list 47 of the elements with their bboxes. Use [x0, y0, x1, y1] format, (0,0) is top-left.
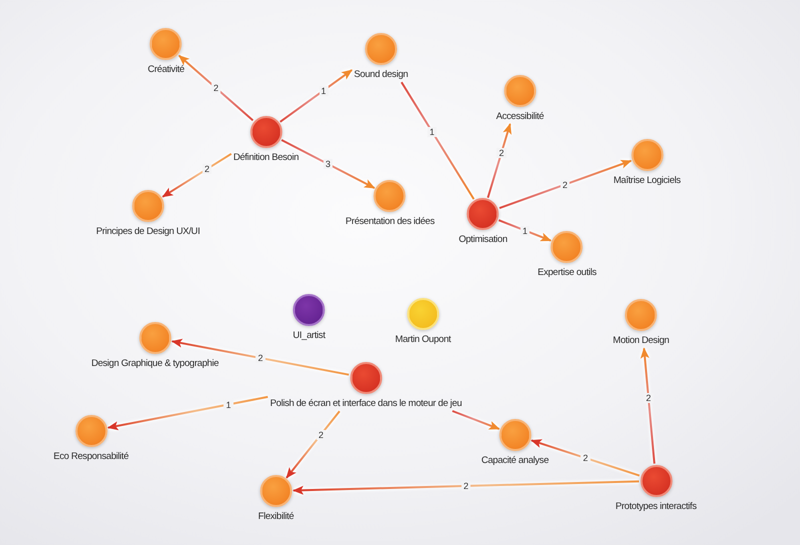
arrow	[281, 139, 376, 189]
arrow	[498, 219, 552, 242]
edge-label: 2	[316, 430, 326, 440]
node-label: Principes de Design UX/UI	[96, 226, 200, 237]
node-label: Flexibilité	[258, 511, 294, 522]
node-label: Design Graphique & typographie	[91, 358, 219, 369]
arrow	[530, 439, 640, 477]
edge-label: 2	[212, 83, 220, 93]
arrow	[107, 396, 268, 430]
edge-label: 1	[224, 400, 233, 410]
edge-label: 1	[520, 226, 530, 236]
edge-label: 2	[644, 393, 653, 403]
node-label: Eco Responsabilité	[53, 451, 129, 462]
arrow	[486, 123, 512, 198]
node-label: Martin Oupont	[395, 334, 451, 345]
node-label: UI_artist	[292, 330, 326, 341]
node-label: Sound design	[354, 69, 408, 80]
node-label: Présentation des idées	[346, 216, 434, 227]
edge-label: 2	[496, 148, 506, 158]
edge-label: 2	[256, 353, 265, 363]
arrow	[499, 160, 632, 210]
node-label: Optimisation	[458, 234, 508, 245]
node-label: Accessibilité	[496, 111, 544, 122]
node-label: Créativité	[148, 64, 184, 75]
node-label: Définition Besoin	[233, 152, 299, 163]
edge-label: 1	[319, 86, 328, 96]
edge-label: 1	[427, 126, 436, 136]
arrow	[286, 410, 340, 478]
edge-label: 3	[323, 159, 332, 169]
edge-label: 2	[560, 180, 570, 190]
arrow	[292, 480, 640, 495]
node-label: Motion Design	[612, 335, 670, 346]
arrow	[178, 54, 254, 122]
edge-label: 2	[580, 453, 590, 463]
node-label: Polish de écran et interface dans le moteur de jeu	[270, 398, 462, 409]
arrow	[640, 347, 656, 464]
connector-line	[400, 82, 475, 200]
arrow	[280, 69, 353, 123]
node-label: Expertise outils	[538, 267, 596, 278]
edge-label: 2	[202, 164, 212, 174]
arrow	[452, 410, 500, 430]
arrow	[171, 338, 349, 376]
arrow	[162, 152, 232, 198]
node-label: Capacité analyse	[481, 455, 549, 466]
node-label: Prototypes interactifs	[616, 501, 696, 512]
node-label: Maîtrise Logiciels	[613, 175, 681, 186]
edge-label: 2	[461, 481, 470, 491]
